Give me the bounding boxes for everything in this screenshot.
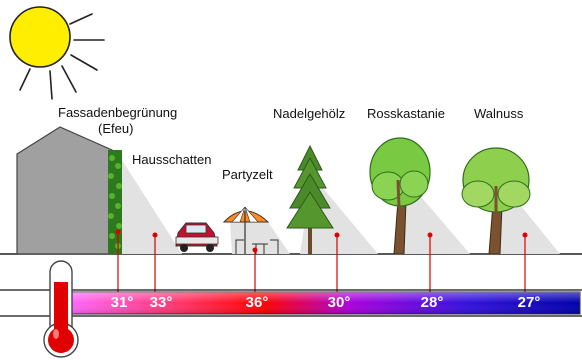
house-shadow-label: Hausschatten [132,152,212,167]
walnut-label: Walnuss [474,106,524,121]
horse-chestnut-tree-icon [369,137,431,255]
temperature-value: 31° [110,294,134,311]
temperature-gradient-bar [69,291,581,315]
temperature-value: 33° [149,294,173,311]
temperature-value: 27° [517,294,541,311]
horse-chestnut-label: Rosskastanie [367,106,446,121]
house-icon [16,126,113,255]
sun-icon [9,6,105,100]
thermometer-icon [43,260,79,358]
temperature-value: 30° [327,294,351,311]
conifer-label: Nadelgehölz [273,106,346,121]
conifer-tree-icon [286,144,334,254]
measurement-markers [115,229,528,292]
car-icon [175,222,219,252]
ivy-icon [108,150,122,254]
facade-greening-sublabel: (Efeu) [98,121,134,136]
temperature-value: 36° [245,294,269,311]
facade-greening-label: Fassadenbegrünung [58,105,178,120]
temperature-value: 28° [420,294,444,311]
party-tent-label: Partyzelt [222,167,273,182]
walnut-tree-icon [461,147,531,255]
